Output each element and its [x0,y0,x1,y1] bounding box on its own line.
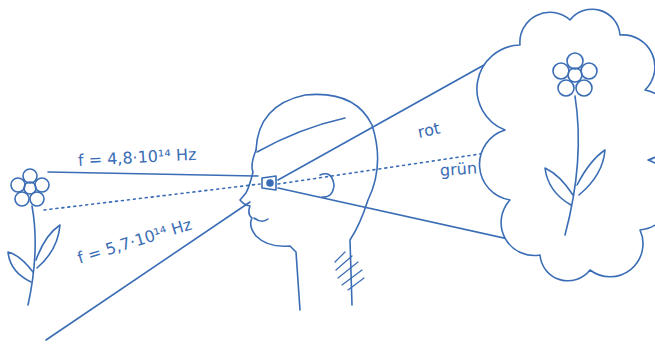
flower-leaf [36,225,60,268]
eye [262,176,276,190]
flower-petal [553,63,569,79]
shoulder-hatching [335,252,364,290]
hair-line [257,118,345,152]
face-outline [240,150,300,310]
flower-leaf [577,150,605,195]
flower-petal [558,80,574,96]
real-flower [8,169,60,305]
head-outline [256,94,378,305]
flower-petal [576,80,592,96]
flower-leaf [545,168,573,205]
pupil [267,180,273,186]
mouth [254,218,268,221]
thought-bubble [477,9,655,281]
perceived-flower [545,53,605,235]
head-profile [240,94,378,310]
light-ray [46,202,250,340]
light-ray [48,172,258,176]
flower-leaf [8,252,33,282]
flower-petal [30,192,44,206]
flower-petal [11,178,25,192]
color-label: rot [416,120,441,142]
frequency-label: f = 5,7·10¹⁴ Hz [75,216,193,267]
flower-stem [28,206,35,305]
perception-ray [278,188,522,242]
color-label: grün [439,159,477,179]
flower-center [568,68,582,82]
flower-stem [565,96,578,235]
flower-petal [15,192,29,206]
divider-line [44,184,260,210]
flower-petal [567,53,583,69]
flower-petal [581,63,597,79]
flower-petal [23,169,37,183]
flower-petal [35,178,49,192]
divider-line [278,150,507,184]
frequency-label: f = 4,8·10¹⁴ Hz [78,146,197,170]
